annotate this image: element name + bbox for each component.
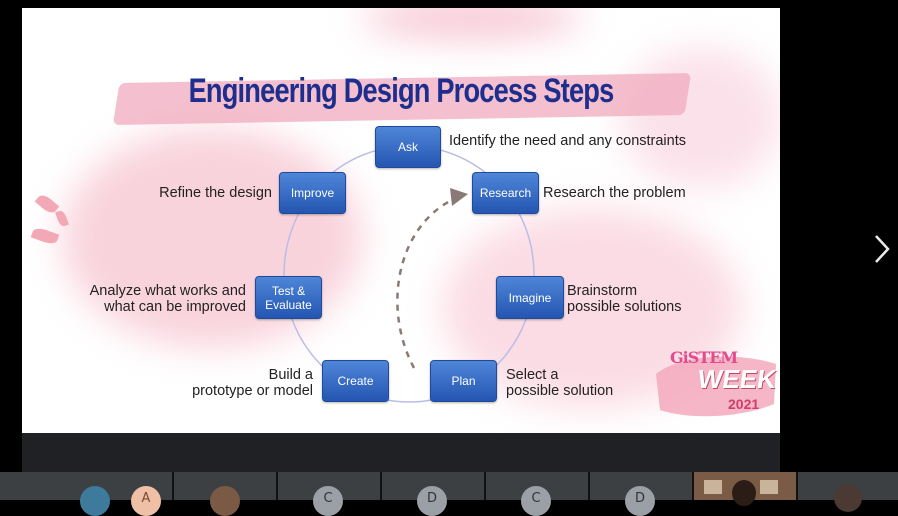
test-evaluate-description: Analyze what works and what can be impro… (89, 283, 246, 315)
participant-tile[interactable]: C (486, 472, 588, 516)
step-improve: Improve (279, 172, 346, 214)
slide-title: Engineering Design Process Steps (188, 72, 615, 110)
participant-tile[interactable]: C (278, 472, 380, 516)
step-imagine: Imagine (496, 276, 564, 319)
avatar: A (131, 486, 161, 516)
participant-tile[interactable] (174, 472, 276, 516)
ask-description: Identify the need and any constraints (449, 133, 686, 149)
presentation-slide: Engineering Design Process Steps Ask Res… (22, 8, 780, 433)
avatar: D (417, 486, 447, 516)
step-plan: Plan (430, 360, 497, 402)
gistem-week-logo: GiSTEM WEEK 2021 (650, 334, 780, 424)
avatar: C (313, 486, 343, 516)
avatar: C (521, 486, 551, 516)
step-create: Create (322, 360, 389, 402)
avatar (80, 486, 110, 516)
step-test-evaluate: Test & Evaluate (255, 276, 322, 319)
wall-picture (704, 480, 722, 494)
presentation-bottom-bar (22, 433, 780, 472)
create-description: Build a prototype or model (192, 367, 313, 399)
avatar (210, 486, 240, 516)
participant-tile[interactable]: D (382, 472, 484, 516)
participant-tile[interactable]: D (590, 472, 692, 516)
participant-video (732, 480, 756, 506)
avatar (834, 484, 862, 512)
avatar: D (625, 486, 655, 516)
logo-brush-stroke (656, 356, 776, 417)
participant-tile[interactable] (798, 472, 898, 512)
step-research: Research (472, 172, 539, 214)
step-ask: Ask (375, 126, 441, 168)
arrow-head-icon (450, 188, 468, 206)
imagine-description: Brainstorm possible solutions (567, 283, 682, 315)
improve-description: Refine the design (159, 185, 272, 201)
chevron-right-icon[interactable] (866, 232, 896, 266)
pink-wash (622, 48, 780, 188)
participant-video-tile[interactable] (694, 472, 796, 506)
wall-picture (760, 480, 778, 494)
research-description: Research the problem (543, 185, 686, 201)
participant-tile[interactable]: A (0, 472, 172, 516)
iteration-dashed-arrow (396, 198, 453, 369)
plan-description: Select a possible solution (506, 367, 614, 399)
